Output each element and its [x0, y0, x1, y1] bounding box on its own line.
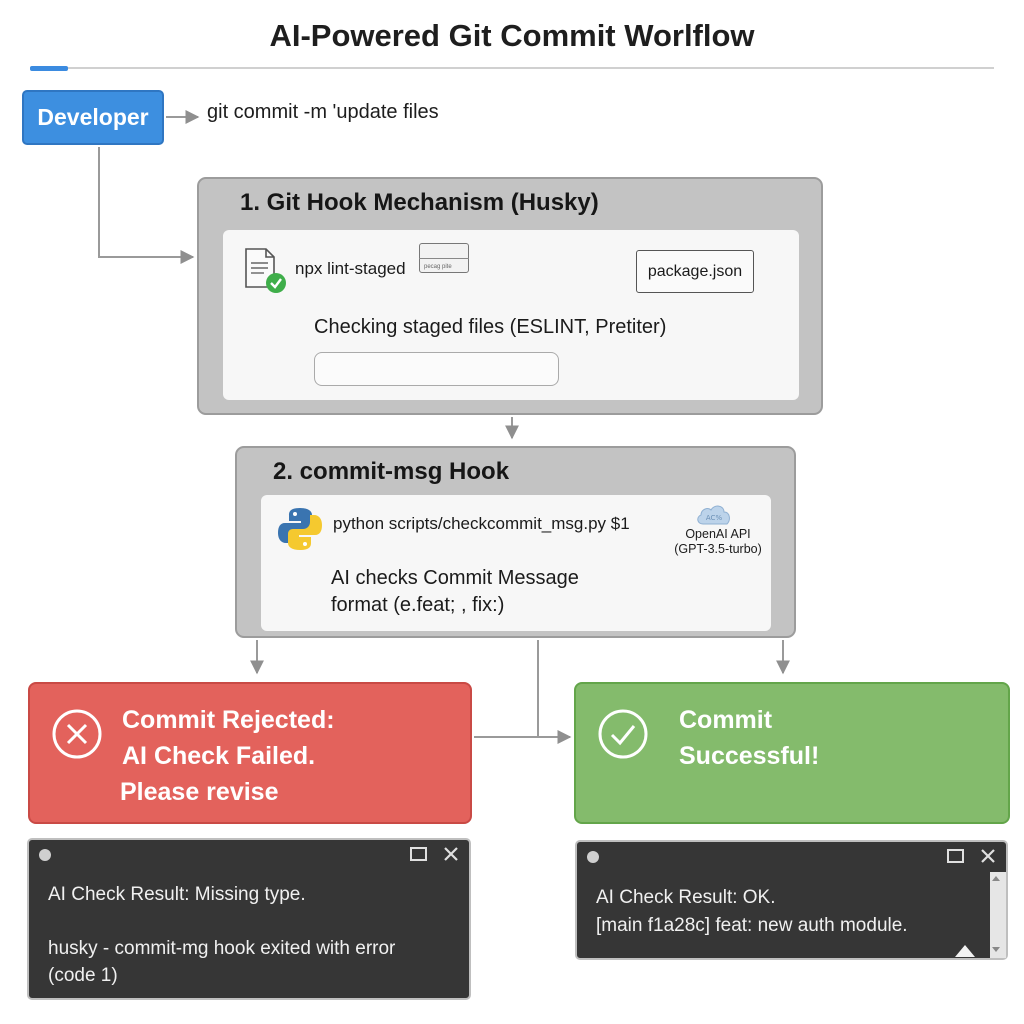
- ai-checks-line1: AI checks Commit Message: [331, 567, 579, 589]
- file-check-icon: [245, 248, 286, 293]
- developer-node: Developer: [22, 90, 164, 145]
- commit-success-message: Commit Successful!: [679, 702, 819, 774]
- commit-msg-panel-title: 2. commit-msg Hook: [273, 458, 510, 485]
- terminal-titlebar-success: [587, 849, 1000, 957]
- terminal-rejected-error: husky - commit-mg hook exited with error…: [48, 935, 395, 989]
- terminal-rejected-error-line2: (code 1): [48, 965, 118, 986]
- terminal-window-rejected: [27, 838, 471, 1000]
- cloud-icon: AC%: [697, 505, 730, 525]
- terminal-titlebar-rejected: [39, 847, 458, 861]
- page-title: AI-Powered Git Commit Worlflow: [269, 18, 755, 53]
- terminal-rejected-result: AI Check Result: Missing type.: [48, 884, 306, 905]
- terminal-success-result: AI Check Result: OK.: [596, 887, 776, 908]
- python-icon: [278, 508, 322, 550]
- commit-rejected-message: Commit Rejected: AI Check Failed. Please…: [120, 702, 335, 810]
- ai-checks-text: AI checks Commit Message format (e.feat;…: [331, 565, 579, 619]
- maximize-icon: [410, 847, 427, 861]
- resize-handle-icon: [955, 945, 975, 957]
- arrow-developer-to-husky: [98, 147, 195, 264]
- terminal-window-success: [575, 840, 1008, 960]
- commit-rejected-box: [28, 682, 472, 824]
- close-circle-icon: [52, 709, 102, 759]
- rejected-line3: Please revise: [120, 778, 279, 806]
- rejected-line1: Commit Rejected:: [122, 706, 335, 734]
- staged-files-box-divider: [419, 258, 469, 259]
- check-circle-icon: [598, 709, 648, 759]
- openai-api-label: OpenAI API (GPT-3.5-turbo): [667, 527, 769, 557]
- title-divider: [30, 67, 994, 69]
- terminal-rejected-error-line1: husky - commit-mg hook exited with error: [48, 938, 396, 959]
- cloud-icon-label: AC%: [706, 514, 723, 522]
- scroll-down-icon: [992, 947, 1000, 952]
- progress-input-field: [314, 352, 559, 386]
- package-json-box: package.json: [636, 250, 754, 293]
- close-icon: [981, 849, 995, 863]
- staged-files-box-label: pecag pite: [424, 264, 452, 270]
- line-commitmsg-to-branch: [474, 640, 539, 738]
- window-dot-icon: [39, 849, 51, 861]
- title-divider-accent: [30, 66, 68, 71]
- lint-staged-label: npx lint-staged: [295, 259, 406, 278]
- maximize-icon: [947, 849, 964, 863]
- scroll-up-icon: [992, 876, 1000, 881]
- openai-api-model: (GPT-3.5-turbo): [674, 542, 762, 556]
- rejected-line2: AI Check Failed.: [122, 742, 316, 770]
- success-line2: Successful!: [679, 742, 820, 770]
- git-commit-command: git commit -m 'update files: [207, 101, 439, 123]
- commit-success-box: [574, 682, 1010, 824]
- commit-msg-inner-panel: [261, 495, 771, 631]
- checking-staged-text: Checking staged files (ESLINT, Pretiter): [314, 316, 667, 338]
- success-line1: Commit: [679, 706, 773, 734]
- terminal-scrollbar[interactable]: [990, 872, 1006, 958]
- close-icon: [444, 847, 458, 861]
- window-dot-icon: [587, 851, 599, 863]
- terminal-success-commit: [main f1a28c] feat: new auth module.: [596, 915, 908, 936]
- python-script-command: python scripts/checkcommit_msg.py $1: [333, 514, 630, 533]
- openai-api-name: OpenAI API: [685, 527, 751, 541]
- husky-panel-title: 1. Git Hook Mechanism (Husky): [240, 189, 599, 216]
- ai-checks-line2: format (e.feat; , fix:): [331, 594, 505, 616]
